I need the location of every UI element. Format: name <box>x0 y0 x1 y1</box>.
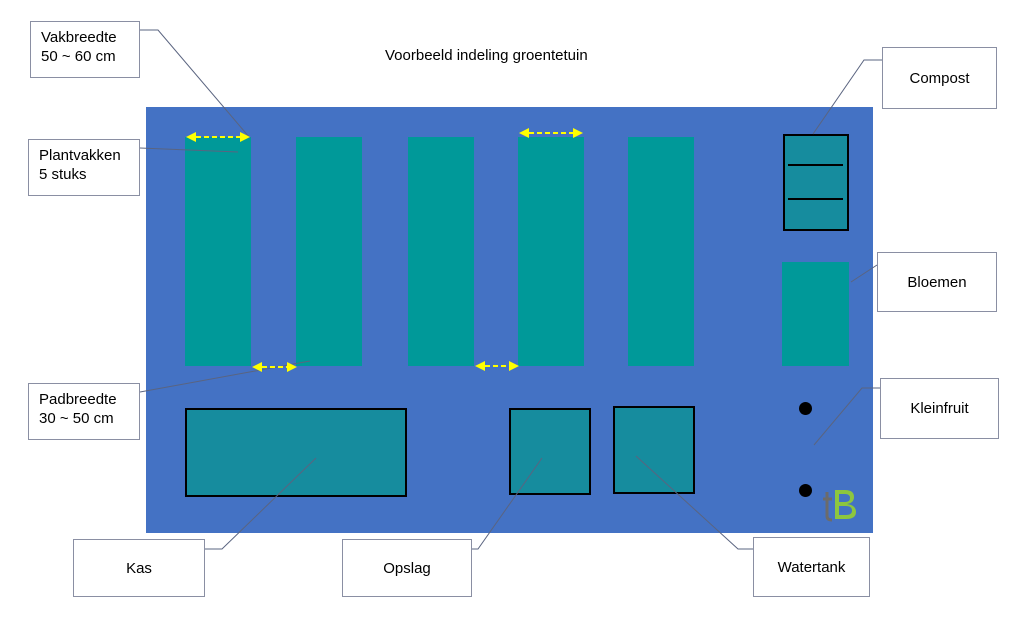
callout-watertank: Watertank <box>753 537 870 597</box>
leader-kleinfruit <box>813 387 880 446</box>
leader-opslag <box>472 457 543 550</box>
callout-kas: Kas <box>73 539 205 597</box>
leader-vakbreedte <box>140 29 251 139</box>
plant-bed-1 <box>185 137 251 366</box>
tb-logo-icon <box>823 490 856 522</box>
plant-bed-2 <box>296 137 362 366</box>
plant-bed-3 <box>408 137 474 366</box>
callout-padbreedte-line-2: 30 ~ 50 cm <box>39 410 114 427</box>
plant-bed-4 <box>518 137 584 366</box>
callout-kas-label: Kas <box>126 559 152 577</box>
small-fruit-bush-2 <box>799 484 812 497</box>
callout-compost-label: Compost <box>909 69 970 87</box>
callout-compost: Compost <box>882 47 997 109</box>
water-tank <box>613 406 695 494</box>
compost-bin <box>783 134 849 231</box>
greenhouse <box>185 408 407 497</box>
callout-kleinfruit-label: Kleinfruit <box>910 400 969 417</box>
leader-compost <box>812 59 882 135</box>
storage-shed <box>509 408 591 495</box>
callout-padbreedte-line-1: Padbreedte <box>39 391 117 408</box>
leader-watertank <box>635 455 753 550</box>
callout-watertank-label: Watertank <box>777 558 846 576</box>
callout-plantvakken-line-1: Plantvakken <box>39 147 121 164</box>
callout-opslag-label: Opslag <box>383 559 431 577</box>
flower-bed <box>782 262 849 366</box>
leader-plantvakken <box>139 147 239 153</box>
callout-plantvakken-line-2: 5 stuks <box>39 166 87 183</box>
small-fruit-bush-1 <box>799 402 812 415</box>
callout-vakbreedte: Vakbreedte 50 ~ 60 cm <box>30 21 140 78</box>
callout-opslag: Opslag <box>342 539 472 597</box>
leader-padbreedte <box>139 360 311 393</box>
diagram-title: Voorbeeld indeling groentetuin <box>385 47 588 64</box>
callout-vakbreedte-line-1: Vakbreedte <box>41 29 117 46</box>
callout-bloemen-label: Bloemen <box>907 273 967 291</box>
callout-bloemen: Bloemen <box>877 252 997 312</box>
callout-vakbreedte-line-2: 50 ~ 60 cm <box>41 48 116 65</box>
leader-bloemen <box>850 264 878 283</box>
callout-padbreedte: Padbreedte 30 ~ 50 cm <box>28 383 140 440</box>
callout-plantvakken: Plantvakken 5 stuks <box>28 139 140 196</box>
callout-kleinfruit: Kleinfruit <box>880 378 999 439</box>
leader-kas <box>205 457 317 550</box>
plant-bed-5 <box>628 137 694 366</box>
